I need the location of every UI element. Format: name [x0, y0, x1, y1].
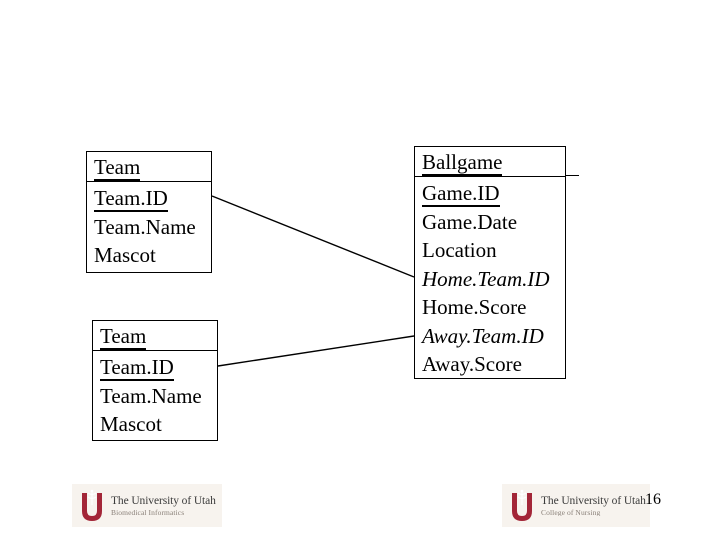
- attribute-list-ballgame: Game.ID Game.Date Location Home.Team.ID …: [415, 177, 565, 381]
- page-number: 16: [645, 491, 661, 508]
- attribute-list-team-upper: Team.ID Team.Name Mascot: [87, 182, 211, 272]
- ballgame-header-rule-extension: [566, 174, 579, 176]
- utah-u-caduceus-icon: [512, 489, 532, 521]
- attribute-row: Home.Score: [422, 295, 527, 319]
- relationship-line-away: [217, 335, 415, 367]
- attribute-row: Team.Name: [100, 383, 202, 408]
- attribute-row-foreign-key: Home.Team.ID: [422, 266, 550, 291]
- logo-biomedical-informatics: The University of Utah Biomedical Inform…: [72, 484, 222, 527]
- entity-title-team-upper: Team: [87, 152, 211, 182]
- attribute-row: Mascot: [94, 243, 156, 267]
- attribute-row: Mascot: [100, 412, 162, 436]
- attribute-label-primary-key: Team.ID: [94, 186, 168, 212]
- attribute-row: Game.Date: [422, 209, 518, 234]
- entity-box-ballgame[interactable]: Ballgame Game.ID Game.Date Location Home…: [414, 146, 566, 379]
- entity-title-text: Team: [94, 155, 141, 181]
- logo-department-name: Biomedical Informatics: [111, 507, 185, 517]
- logo-college-of-nursing: The University of Utah College of Nursin…: [502, 484, 650, 527]
- attribute-list-team-lower: Team.ID Team.Name Mascot: [93, 351, 217, 441]
- entity-title-ballgame: Ballgame: [415, 147, 565, 177]
- relationship-line-home: [211, 195, 415, 278]
- attribute-row: Away.Score: [422, 352, 522, 376]
- utah-u-caduceus-icon: [82, 489, 102, 521]
- attribute-row: Team.Name: [94, 214, 196, 239]
- entity-box-team-lower[interactable]: Team Team.ID Team.Name Mascot: [92, 320, 218, 441]
- entity-box-team-upper[interactable]: Team Team.ID Team.Name Mascot: [86, 151, 212, 273]
- attribute-row: Team.ID: [100, 353, 217, 382]
- attribute-row-foreign-key: Away.Team.ID: [422, 323, 544, 348]
- logo-university-name: The University of Utah: [541, 494, 646, 507]
- logo-university-name: The University of Utah: [111, 494, 216, 507]
- logo-text-block: The University of Utah College of Nursin…: [541, 495, 646, 517]
- attribute-row: Team.ID: [94, 184, 211, 213]
- entity-title-text: Ballgame: [422, 150, 503, 176]
- entity-title-team-lower: Team: [93, 321, 217, 351]
- entity-title-text: Team: [100, 324, 147, 350]
- attribute-label-primary-key: Game.ID: [422, 181, 500, 207]
- attribute-row: Location: [422, 238, 497, 262]
- attribute-label-primary-key: Team.ID: [100, 355, 174, 381]
- logo-text-block: The University of Utah Biomedical Inform…: [111, 495, 216, 517]
- attribute-row: Game.ID: [422, 179, 565, 208]
- logo-department-name: College of Nursing: [541, 507, 601, 517]
